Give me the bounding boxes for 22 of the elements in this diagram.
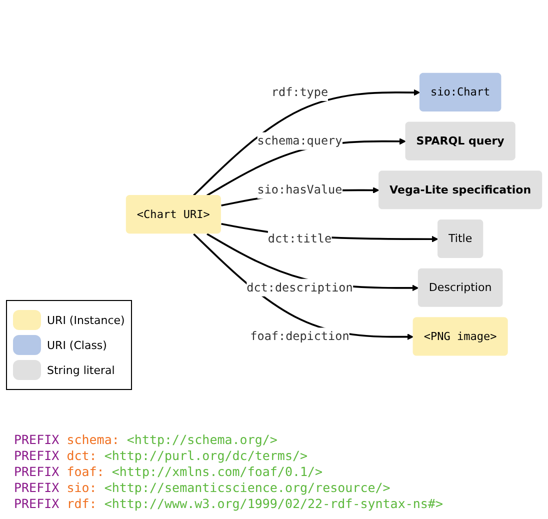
- prefix-declaration: PREFIX dct: <http://purl.org/dc/terms/>: [14, 448, 309, 464]
- prefix-declaration: PREFIX rdf: <http://www.w3.org/1999/02/22-rdf-syntax-ns#>: [14, 496, 443, 512]
- legend-label: String literal: [47, 364, 115, 376]
- node-box: Vega-Lite specification: [378, 170, 542, 209]
- node-box: Description: [418, 268, 503, 307]
- edge-label: rdf:type: [271, 84, 328, 98]
- prefix-declaration: PREFIX sio: <http://semanticscience.org/resource/>: [14, 480, 392, 496]
- legend-label: URI (Instance): [47, 314, 125, 326]
- edge-label: sio:hasValue: [257, 182, 342, 196]
- edge-label: dct:title: [268, 231, 332, 246]
- edge-label: dct:description: [246, 280, 353, 294]
- node-box: Title: [437, 219, 484, 258]
- node-box: <PNG image>: [412, 316, 508, 356]
- arrow: [193, 232, 414, 340]
- legend-label: URI (Class): [47, 338, 107, 352]
- edge-label: foaf:depiction: [250, 328, 350, 343]
- node-box: <Chart URI>: [126, 194, 221, 234]
- prefix-declaration: PREFIX schema: <http://schema.org/>: [14, 432, 278, 448]
- node-box: SPARQL query: [405, 121, 516, 160]
- prefix-declaration: PREFIX foaf: <http://xmlns.com/foaf/0.1/>: [14, 464, 324, 480]
- edge-label: schema:query: [257, 133, 342, 148]
- node-box: sio:Chart: [419, 72, 502, 112]
